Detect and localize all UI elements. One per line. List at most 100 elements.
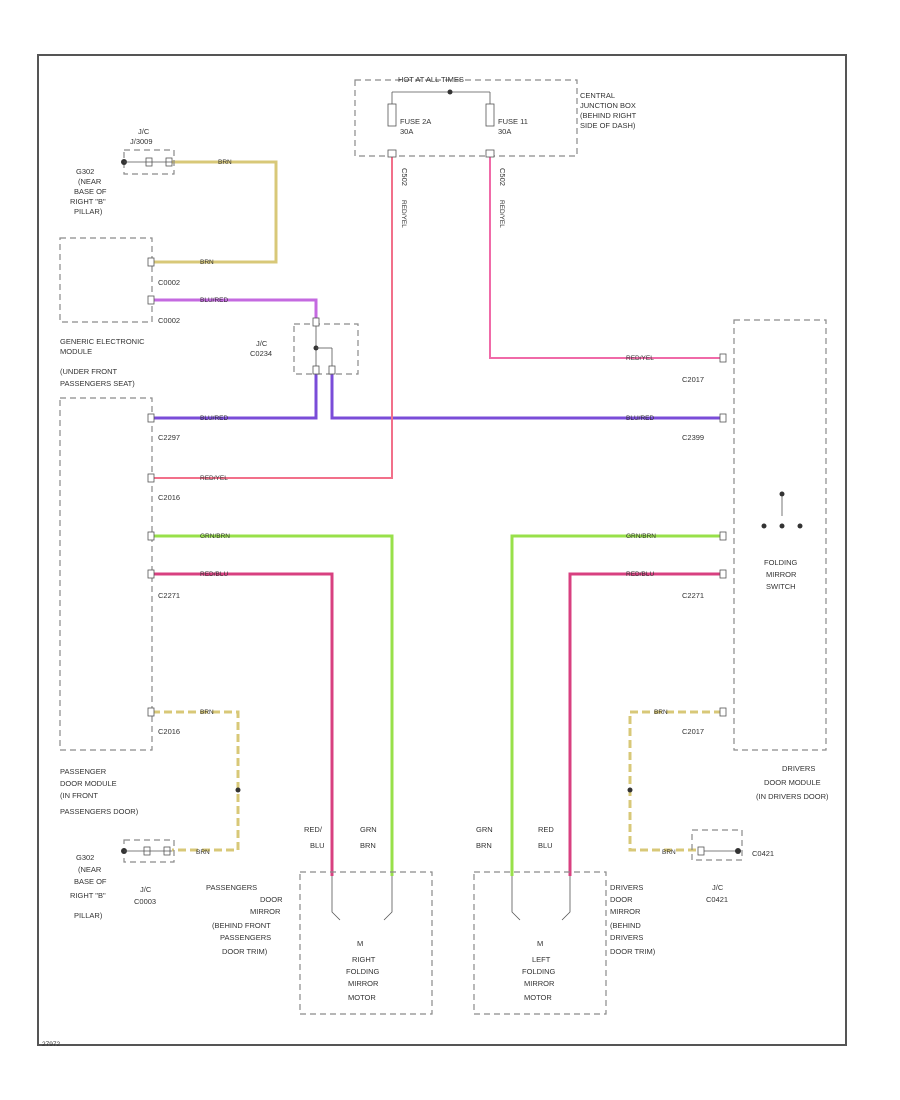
rm-motor-symbol-icon: M <box>357 939 363 948</box>
wire-violet-gem <box>152 298 318 318</box>
rm-wire-a-2: BLU <box>310 841 325 850</box>
drv-connector-c2017-b: C2017 <box>682 727 704 736</box>
ground-dot-bottom-right <box>735 848 741 854</box>
wire-label-pink-right: RED/YEL <box>626 355 654 362</box>
lm-wire-a-2: BRN <box>476 841 492 850</box>
diagram-id: 27972 <box>42 1041 60 1048</box>
connector-c502-right: C502 <box>498 168 507 186</box>
lm-wire-b-2: BLU <box>538 841 553 850</box>
wire-green-passenger <box>152 534 394 876</box>
splice-jc-mid: J/C C0234 <box>250 317 359 375</box>
junction-box-label-1: CENTRAL <box>580 91 615 100</box>
g-top-line-5: PILLAR) <box>74 207 103 216</box>
wires <box>152 155 722 876</box>
fuse-box-header: HOT AT ALL TIMES <box>398 75 464 84</box>
gem-connector-b: C0002 <box>158 316 180 325</box>
ground-bottom-left: BRN J/C C0003 G302 (NEAR BASE OF RIGHT "… <box>70 787 241 920</box>
drv-connector-c2271: C2271 <box>682 591 704 600</box>
wire-label-red-yel-left: RED/YEL <box>200 475 228 482</box>
wire-label-violet: BLU/RED <box>200 297 228 304</box>
rm-door-5: PASSENGERS <box>220 933 271 942</box>
gem-label-1: GENERIC ELECTRONIC <box>60 337 145 346</box>
passenger-door-module: C2297 C2016 C2271 C2016 BLU/RED RED/YEL … <box>59 397 230 816</box>
gem-connector-a: C0002 <box>158 278 180 287</box>
lm-door-6: DOOR TRIM) <box>610 947 656 956</box>
rm-door-6: DOOR TRIM) <box>222 947 268 956</box>
drv-connector-c2017-a: C2017 <box>682 375 704 384</box>
gem-label-4: PASSENGERS SEAT) <box>60 379 135 388</box>
fuse-b-amp: 30A <box>498 127 511 136</box>
left-folding-mirror-motor: GRN BRN RED BLU M LEFT FOLDING MIRROR MO… <box>473 825 656 1015</box>
wire-label-brn-right: BRN <box>654 709 668 716</box>
pass-label-4: PASSENGERS DOOR) <box>60 807 139 816</box>
folding-mirror-switch-icon <box>761 491 803 529</box>
pass-label-1: PASSENGER <box>60 767 107 776</box>
lm-wire-b-1: RED <box>538 825 554 834</box>
rm-name-1: RIGHT <box>352 955 376 964</box>
wire-red-blue-passenger <box>152 572 334 876</box>
g-bot-line-1: G302 <box>76 853 94 862</box>
central-junction-box: HOT AT ALL TIMES FUSE 2A 30A FUSE 11 30A… <box>354 75 637 228</box>
g-bot-line-4: RIGHT "B" <box>70 891 106 900</box>
fuse-a-icon <box>387 103 397 127</box>
gem-label-2: MODULE <box>60 347 92 356</box>
jc-bl-code: C0003 <box>134 897 156 906</box>
rm-wire-a-1: RED/ <box>304 825 323 834</box>
rm-door-2: DOOR <box>260 895 283 904</box>
g-bot-line-2: (NEAR <box>78 865 102 874</box>
jc-top-code: J/3009 <box>130 137 153 146</box>
lm-door-5: DRIVERS <box>610 933 643 942</box>
pass-connector-c2297: C2297 <box>158 433 180 442</box>
rm-name-2: FOLDING <box>346 967 380 976</box>
lm-wire-a-1: GRN <box>476 825 493 834</box>
driver-door-module: C2017 C2399 C2271 C2017 RED/YEL BLU/RED … <box>626 319 829 801</box>
right-folding-mirror-motor: RED/ BLU GRN BRN M RIGHT FOLDING MIRROR … <box>206 825 433 1015</box>
wire-red-blue-driver <box>568 572 722 876</box>
switch-label-2: MIRROR <box>766 570 797 579</box>
pass-connector-c2016-a: C2016 <box>158 493 180 502</box>
wire-green-driver <box>510 534 722 876</box>
wire-label-brn-top: BRN <box>218 159 232 166</box>
junction-box-label-2: JUNCTION BOX <box>580 101 636 110</box>
junction-box-label-4: SIDE OF DASH) <box>580 121 636 130</box>
wire-blue-red-driver <box>330 374 722 420</box>
rm-name-4: MOTOR <box>348 993 376 1002</box>
g-top-line-2: (NEAR <box>78 177 102 186</box>
ground-bottom-right: BRN C0421 J/C C0421 <box>627 787 774 904</box>
wire-blue-red-passenger <box>152 374 318 420</box>
wire-label-grn-brn-right: GRN/BRN <box>626 533 656 540</box>
g-top-line-4: RIGHT "B" <box>70 197 106 206</box>
switch-label-1: FOLDING <box>764 558 798 567</box>
wire-brown-bottom-right <box>628 710 722 852</box>
connector-c0421-right: C0421 <box>752 849 774 858</box>
jc-bl-name: J/C <box>140 885 152 894</box>
wire-brown-bottom-left <box>152 710 240 852</box>
rm-door-3: MIRROR <box>250 907 281 916</box>
g-top-line-3: BASE OF <box>74 187 107 196</box>
gem-label-3: (UNDER FRONT <box>60 367 117 376</box>
lm-name-3: MIRROR <box>524 979 555 988</box>
fuse-b-icon <box>485 103 495 127</box>
lm-name-2: FOLDING <box>522 967 556 976</box>
fuse-b-label: FUSE 11 <box>498 117 528 126</box>
wire-label-brn-bottom-left: BRN <box>196 849 210 856</box>
lm-door-1: DRIVERS <box>610 883 643 892</box>
fuse-a-label: FUSE 2A <box>400 117 431 126</box>
wire-brown-top <box>152 160 278 264</box>
wire-label-brn-bottom-right: BRN <box>662 849 676 856</box>
drv-label-3: (IN DRIVERS DOOR) <box>756 792 829 801</box>
switch-label-3: SWITCH <box>766 582 796 591</box>
jc-br-code: C0421 <box>706 895 728 904</box>
wire-label-red-blu-right: RED/BLU <box>626 571 654 578</box>
wire-label-blu-red-left: BLU/RED <box>200 415 228 422</box>
g-bot-line-5: PILLAR) <box>74 911 103 920</box>
lm-door-3: MIRROR <box>610 907 641 916</box>
wire-label-grn-brn-left: GRN/BRN <box>200 533 230 540</box>
rm-wire-b-2: BRN <box>360 841 376 850</box>
g-top-line-1: G302 <box>76 167 94 176</box>
junction-box-label-3: (BEHIND RIGHT <box>580 111 637 120</box>
rm-door-1: PASSENGERS <box>206 883 257 892</box>
jc-mid-name: J/C <box>256 339 268 348</box>
jc-br-name: J/C <box>712 883 724 892</box>
